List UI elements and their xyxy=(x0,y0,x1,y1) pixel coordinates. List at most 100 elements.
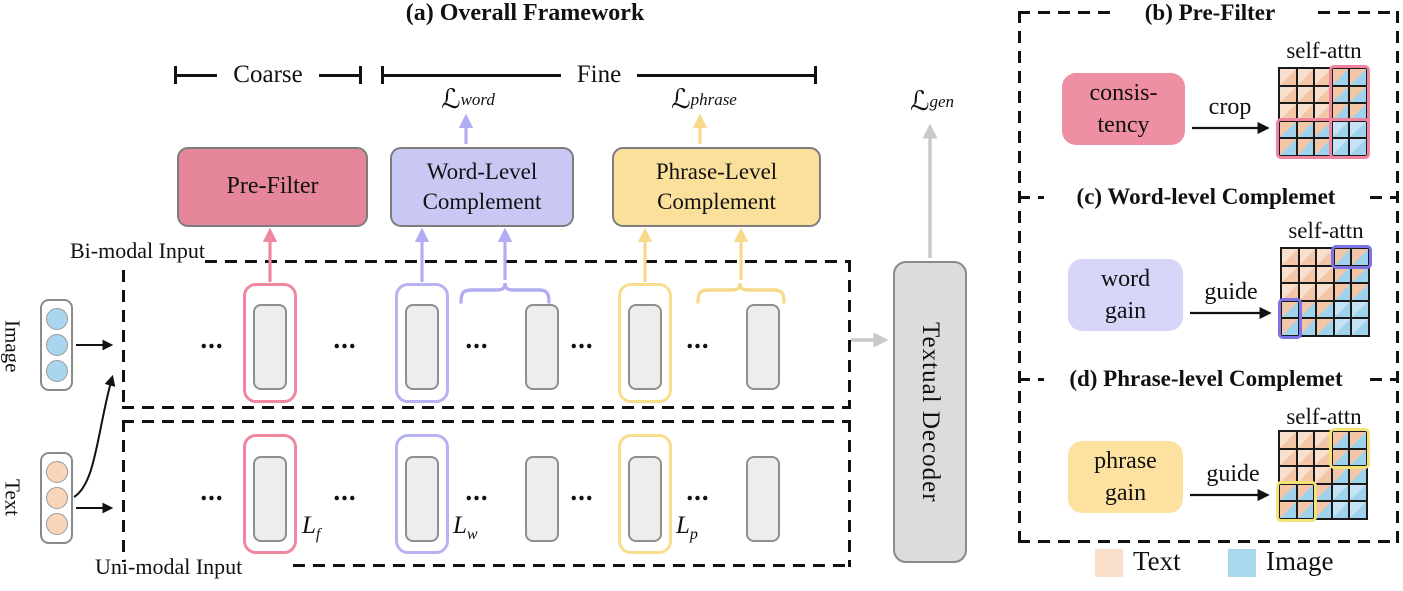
attn-cell-tt xyxy=(1279,431,1297,449)
sequence-token xyxy=(628,304,662,390)
ellipsis: ... xyxy=(465,476,489,506)
bimodal-box-top xyxy=(205,260,848,263)
ellipsis: ... xyxy=(686,324,710,354)
attn-cell-ti xyxy=(1279,501,1297,519)
unimodal-input-label: Uni-modal Input xyxy=(95,554,243,579)
prefilter-column-outline xyxy=(243,283,297,403)
sequence-token xyxy=(628,456,662,542)
text-token-stack xyxy=(40,452,73,544)
text-token-circle xyxy=(45,461,68,483)
ellipsis: ... xyxy=(570,324,594,354)
prefilter-column-outline xyxy=(243,434,297,554)
image-token-circle xyxy=(45,308,68,330)
bracket-line xyxy=(384,73,561,77)
attn-cell-tt xyxy=(1298,265,1316,283)
ellipsis: ... xyxy=(333,476,357,506)
crop-label: crop xyxy=(1208,94,1252,120)
ellipsis: ... xyxy=(570,476,594,506)
attn-cell-tt xyxy=(1281,265,1299,283)
panel-d-dash-left xyxy=(1018,378,1044,381)
attn-cell-ti xyxy=(1316,300,1334,318)
attn-cell-ti xyxy=(1279,120,1297,138)
self-attn-label-d: self-attn xyxy=(1286,404,1362,429)
attn-cell-ti xyxy=(1351,283,1369,301)
attn-cell-ti xyxy=(1296,138,1314,156)
sequence-token xyxy=(253,304,287,390)
ellipsis: ... xyxy=(333,324,357,354)
attn-cell-ti xyxy=(1331,431,1349,449)
lf-label: Lf xyxy=(302,512,321,543)
attn-cell-tt xyxy=(1298,248,1316,266)
panel-c-title: (c) Word-level Complemet xyxy=(1076,184,1336,209)
self-attn-label-c: self-attn xyxy=(1288,218,1364,243)
attn-cell-tt xyxy=(1316,265,1334,283)
panel-b-dash-right xyxy=(1318,11,1396,14)
attn-highlight xyxy=(1278,297,1302,339)
attn-cell-ti xyxy=(1279,138,1297,156)
unimodal-box-top xyxy=(122,420,851,423)
attn-highlight xyxy=(1328,428,1370,469)
lp-label: Lp xyxy=(676,512,698,543)
attn-cell-ii xyxy=(1333,318,1351,336)
ellipsis: ... xyxy=(200,476,224,506)
bracket-line xyxy=(318,73,360,77)
attn-cell-tt xyxy=(1316,283,1334,301)
attn-cell-ii xyxy=(1351,318,1369,336)
ellipsis: ... xyxy=(686,476,710,506)
attn-cell-tt xyxy=(1279,85,1297,103)
word-group-brace xyxy=(459,282,551,304)
consistency-box: consis-tency xyxy=(1062,73,1185,145)
self-attn-grid-d xyxy=(1276,428,1370,522)
attn-cell-ii xyxy=(1331,483,1349,501)
right-section-bottom-border xyxy=(1018,540,1399,543)
legend-text-label: Text xyxy=(1133,546,1181,576)
attn-cell-ti xyxy=(1296,483,1314,501)
unimodal-box-left xyxy=(122,420,125,562)
word-column-outline xyxy=(395,283,449,403)
legend-image-label: Image xyxy=(1266,546,1334,576)
attn-cell-ii xyxy=(1351,300,1369,318)
attn-cell-tt xyxy=(1314,466,1332,484)
fine-label: Fine xyxy=(576,61,622,88)
bracket-tick xyxy=(359,66,363,84)
self-attn-label-b: self-attn xyxy=(1286,38,1362,63)
bimodal-box-bottom xyxy=(122,406,851,409)
panel-a-title: (a) Overall Framework xyxy=(405,0,645,26)
attn-cell-ii xyxy=(1331,501,1349,519)
attn-cell-ii xyxy=(1349,138,1367,156)
text-token-circle xyxy=(45,513,68,535)
attn-cell-ii xyxy=(1349,120,1367,138)
attn-cell-tt xyxy=(1281,248,1299,266)
attn-cell-ti xyxy=(1333,283,1351,301)
sequence-token xyxy=(405,304,439,390)
attn-cell-ti xyxy=(1331,68,1349,86)
attn-cell-ti xyxy=(1349,68,1367,86)
image-token-circle xyxy=(45,360,68,382)
panel-b-dash-left xyxy=(1018,11,1114,14)
text-token-circle xyxy=(45,487,68,509)
sequence-token xyxy=(525,304,559,390)
panel-d-title: (d) Phrase-level Complemet xyxy=(1069,366,1343,391)
attn-cell-tt xyxy=(1279,448,1297,466)
attn-cell-tt xyxy=(1296,85,1314,103)
phrase-column-outline xyxy=(618,434,672,554)
attn-cell-ii xyxy=(1349,501,1367,519)
attn-cell-tt xyxy=(1279,68,1297,86)
sequence-token xyxy=(405,456,439,542)
bracket-tick xyxy=(814,66,818,84)
panel-d-dash-right xyxy=(1370,378,1396,381)
word-column-outline xyxy=(395,434,449,554)
attn-cell-tt xyxy=(1298,283,1316,301)
fine-bracket: Fine xyxy=(381,61,818,88)
textual-decoder-label: Textual Decoder xyxy=(917,321,944,503)
bimodal-box-right xyxy=(848,260,851,409)
panel-b-title: (b) Pre-Filter xyxy=(1144,0,1276,25)
image-token-stack xyxy=(40,299,73,391)
attn-cell-tt xyxy=(1296,431,1314,449)
attn-highlight xyxy=(1276,480,1317,522)
